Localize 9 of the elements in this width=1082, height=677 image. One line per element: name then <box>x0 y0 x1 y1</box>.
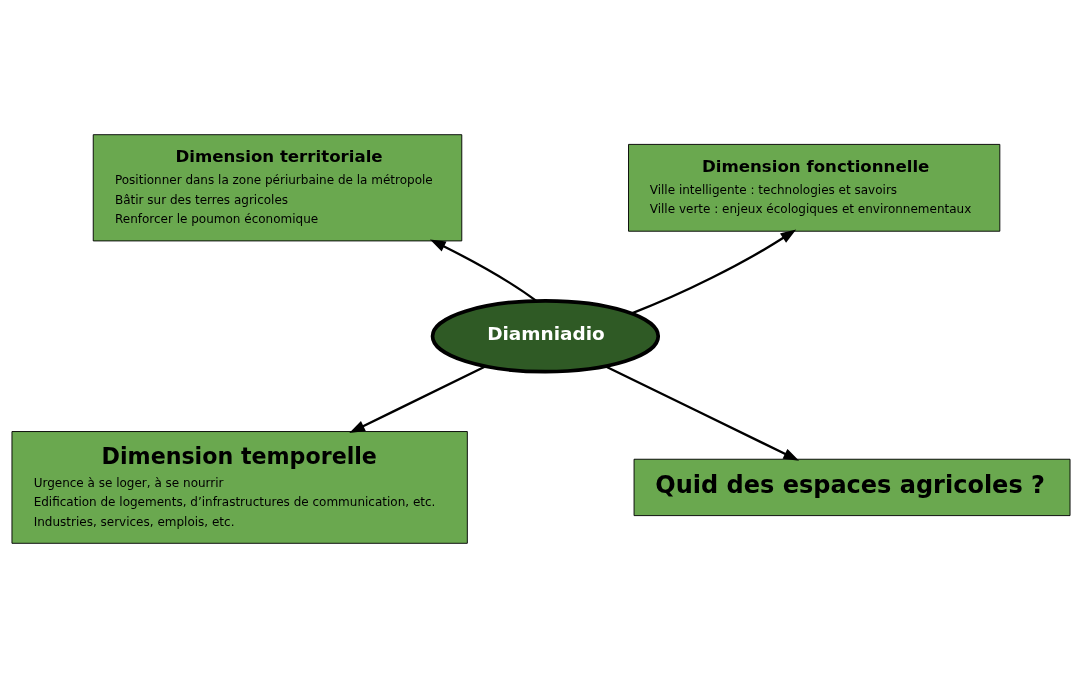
node-box: Dimension temporelle Urgence à se loger, à se nourrir Edification de logements, d’infrastructures de communication, etc. Industries, services, emplois, etc. <box>11 430 468 544</box>
node-box: Quid des espaces agricoles ? <box>633 458 1071 516</box>
arrow <box>604 364 800 461</box>
arrow <box>631 228 797 314</box>
node-ellipse: Diamniadio <box>430 298 661 374</box>
node-box: Dimension fonctionnelle Ville intelligente : technologies et savoirs Ville verte : enjeux écologiques et environnementaux <box>628 143 1001 232</box>
arrow <box>429 239 537 302</box>
node-box: Dimension territoriale Positionner dans la zone périurbaine de la métropole Bâtir sur des terres agricoles Renforcer le poumon économique <box>92 133 463 241</box>
arrow <box>349 364 487 433</box>
